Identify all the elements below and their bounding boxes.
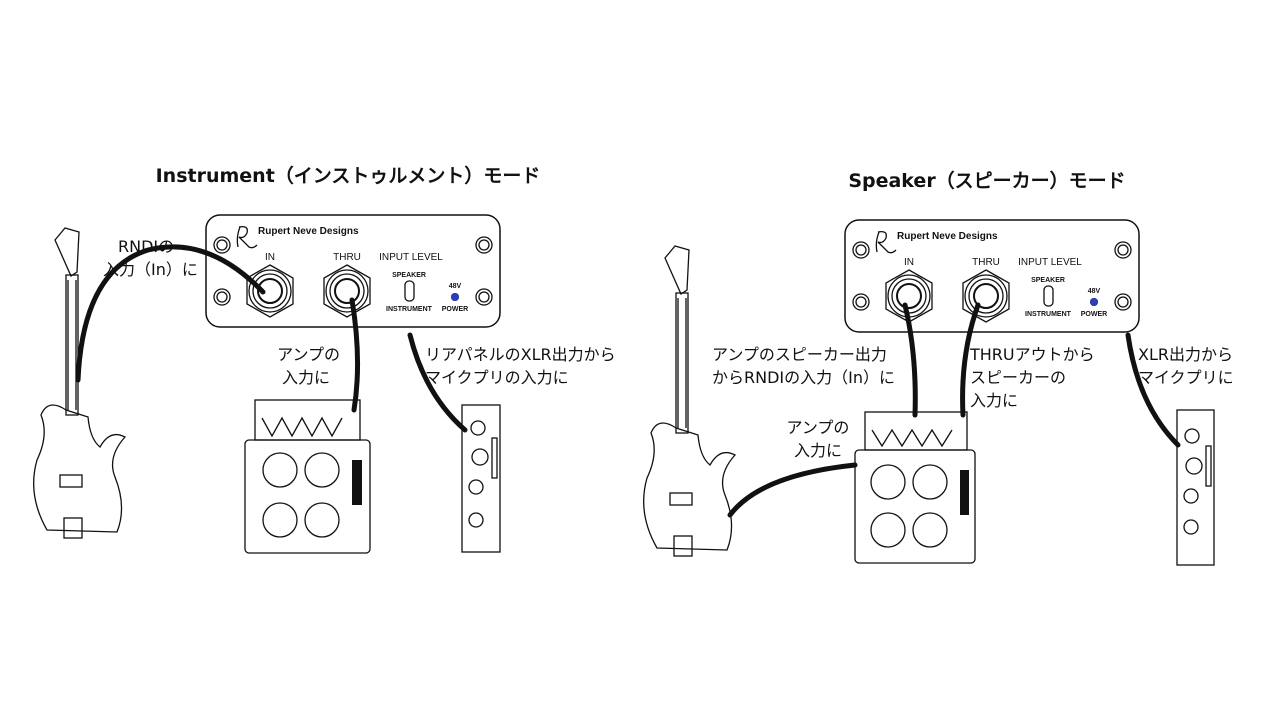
- cable-thru-to-amp: [349, 297, 361, 413]
- instrument-label: INSTRUMENT: [386, 306, 433, 313]
- right-rndi-panel: Rupert Neve Designs IN THRU INPUT LEVEL …: [844, 219, 1140, 333]
- label-xlr-2: マイクプリの入力に: [425, 368, 569, 387]
- power-led-icon: [451, 293, 459, 301]
- label-amp-input-1: アンプの: [277, 345, 340, 364]
- left-rndi-panel: Rupert Neve Designs IN THRU INPUT LEVEL …: [205, 214, 501, 328]
- label-xlr-2: マイクプリに: [1138, 368, 1234, 387]
- label-thru-1: THRUアウトから: [969, 345, 1095, 364]
- bass-guitar-icon: [33, 227, 127, 539]
- amp-icon: [244, 399, 371, 554]
- label-thru-2: スピーカーの: [970, 368, 1066, 387]
- label-spk-out-1: アンプのスピーカー出力: [712, 345, 887, 364]
- cable-xlr-to-micpre: [1125, 332, 1181, 448]
- power-label: POWER: [1081, 311, 1107, 318]
- label-xlr-1: XLR出力から: [1138, 345, 1233, 364]
- phantom-label: 48V: [449, 283, 462, 290]
- cable-xlr-to-micpre: [407, 332, 468, 433]
- input-level-label: INPUT LEVEL: [379, 252, 443, 263]
- brand-label: Rupert Neve Designs: [258, 226, 359, 237]
- speaker-label: SPEAKER: [1031, 277, 1065, 284]
- cable-bass-to-in: [75, 244, 266, 383]
- input-level-label: INPUT LEVEL: [1018, 257, 1082, 268]
- thru-label: THRU: [972, 257, 1000, 268]
- label-spk-out-2: からRNDIの入力（In）に: [712, 368, 895, 387]
- in-label: IN: [904, 257, 914, 268]
- label-amp-input-1: アンプの: [787, 418, 850, 437]
- thru-label: THRU: [333, 252, 361, 263]
- amp-icon: [854, 411, 976, 564]
- cable-in-from-amp: [902, 302, 918, 418]
- right-mode-title: Speaker（スピーカー）モード: [848, 169, 1125, 192]
- left-mode-title: Instrument（インストゥルメント）モード: [156, 164, 541, 187]
- power-label: POWER: [442, 306, 468, 313]
- bass-guitar-icon: [643, 245, 737, 557]
- label-amp-input-2: 入力に: [794, 441, 842, 460]
- mic-preamp-icon: [1176, 409, 1215, 566]
- label-xlr-1: リアパネルのXLR出力から: [425, 345, 616, 364]
- in-label: IN: [265, 252, 275, 263]
- cable-bass-to-amp: [727, 462, 858, 518]
- label-rndi-input-1: RNDIの: [118, 237, 174, 256]
- instrument-label: INSTRUMENT: [1025, 311, 1072, 318]
- power-led-icon: [1090, 298, 1098, 306]
- mic-preamp-icon: [461, 404, 501, 553]
- label-thru-3: 入力に: [970, 391, 1018, 410]
- label-rndi-input-2: 入力（In）に: [103, 260, 198, 279]
- phantom-label: 48V: [1088, 288, 1101, 295]
- speaker-label: SPEAKER: [392, 272, 426, 279]
- cable-thru-to-speaker: [960, 302, 981, 418]
- brand-label: Rupert Neve Designs: [897, 231, 998, 242]
- label-amp-input-2: 入力に: [282, 368, 330, 387]
